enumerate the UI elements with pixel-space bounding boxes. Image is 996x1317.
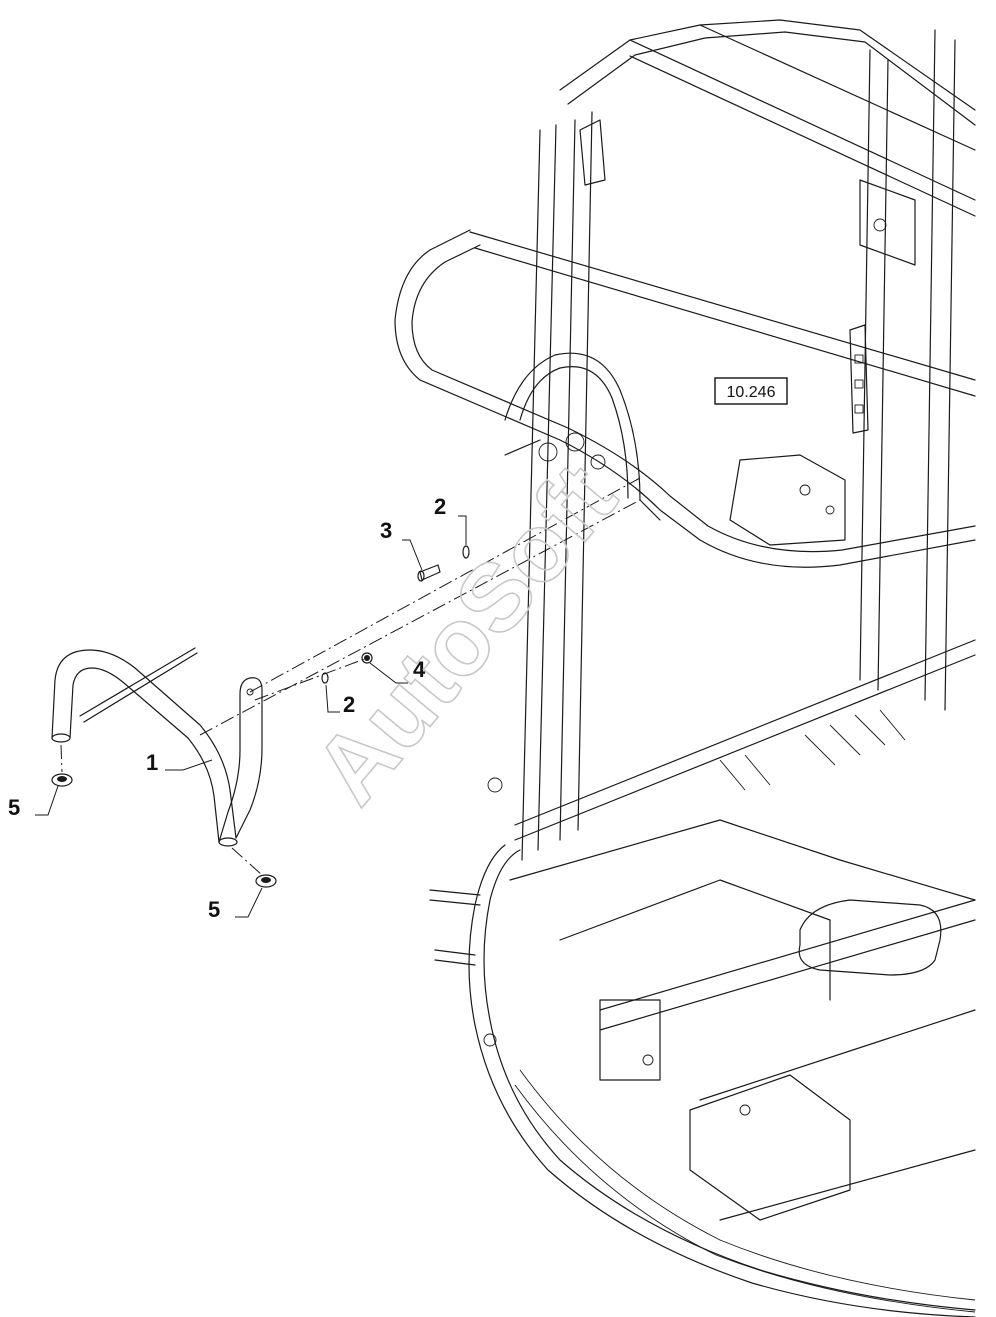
fastener-washer-upper — [462, 545, 470, 559]
reference-box[interactable]: 10.246 — [714, 377, 788, 405]
fastener-washer-lower — [321, 672, 329, 684]
cab-floor — [429, 639, 976, 1317]
fastener-nut — [361, 652, 373, 664]
handrail-tube — [51, 647, 263, 847]
plug-upper — [51, 773, 73, 787]
callout-washer-upper: 2 — [434, 494, 446, 519]
assembly-lines — [60, 477, 641, 876]
callout-plug-upper: 5 — [8, 795, 20, 820]
callout-plug-lower: 5 — [208, 897, 220, 922]
callout-tube: 1 — [146, 750, 158, 775]
watermark-text: AutoSoft — [294, 444, 636, 823]
callout-washer-lower: 2 — [343, 692, 355, 717]
cab-frame — [394, 19, 976, 861]
callout-bolt: 3 — [380, 518, 392, 543]
reference-label: 10.246 — [727, 384, 776, 401]
callout-nut: 4 — [413, 657, 426, 682]
plug-lower — [255, 874, 277, 888]
leader-lines — [35, 515, 467, 918]
fastener-bolt — [417, 564, 441, 582]
